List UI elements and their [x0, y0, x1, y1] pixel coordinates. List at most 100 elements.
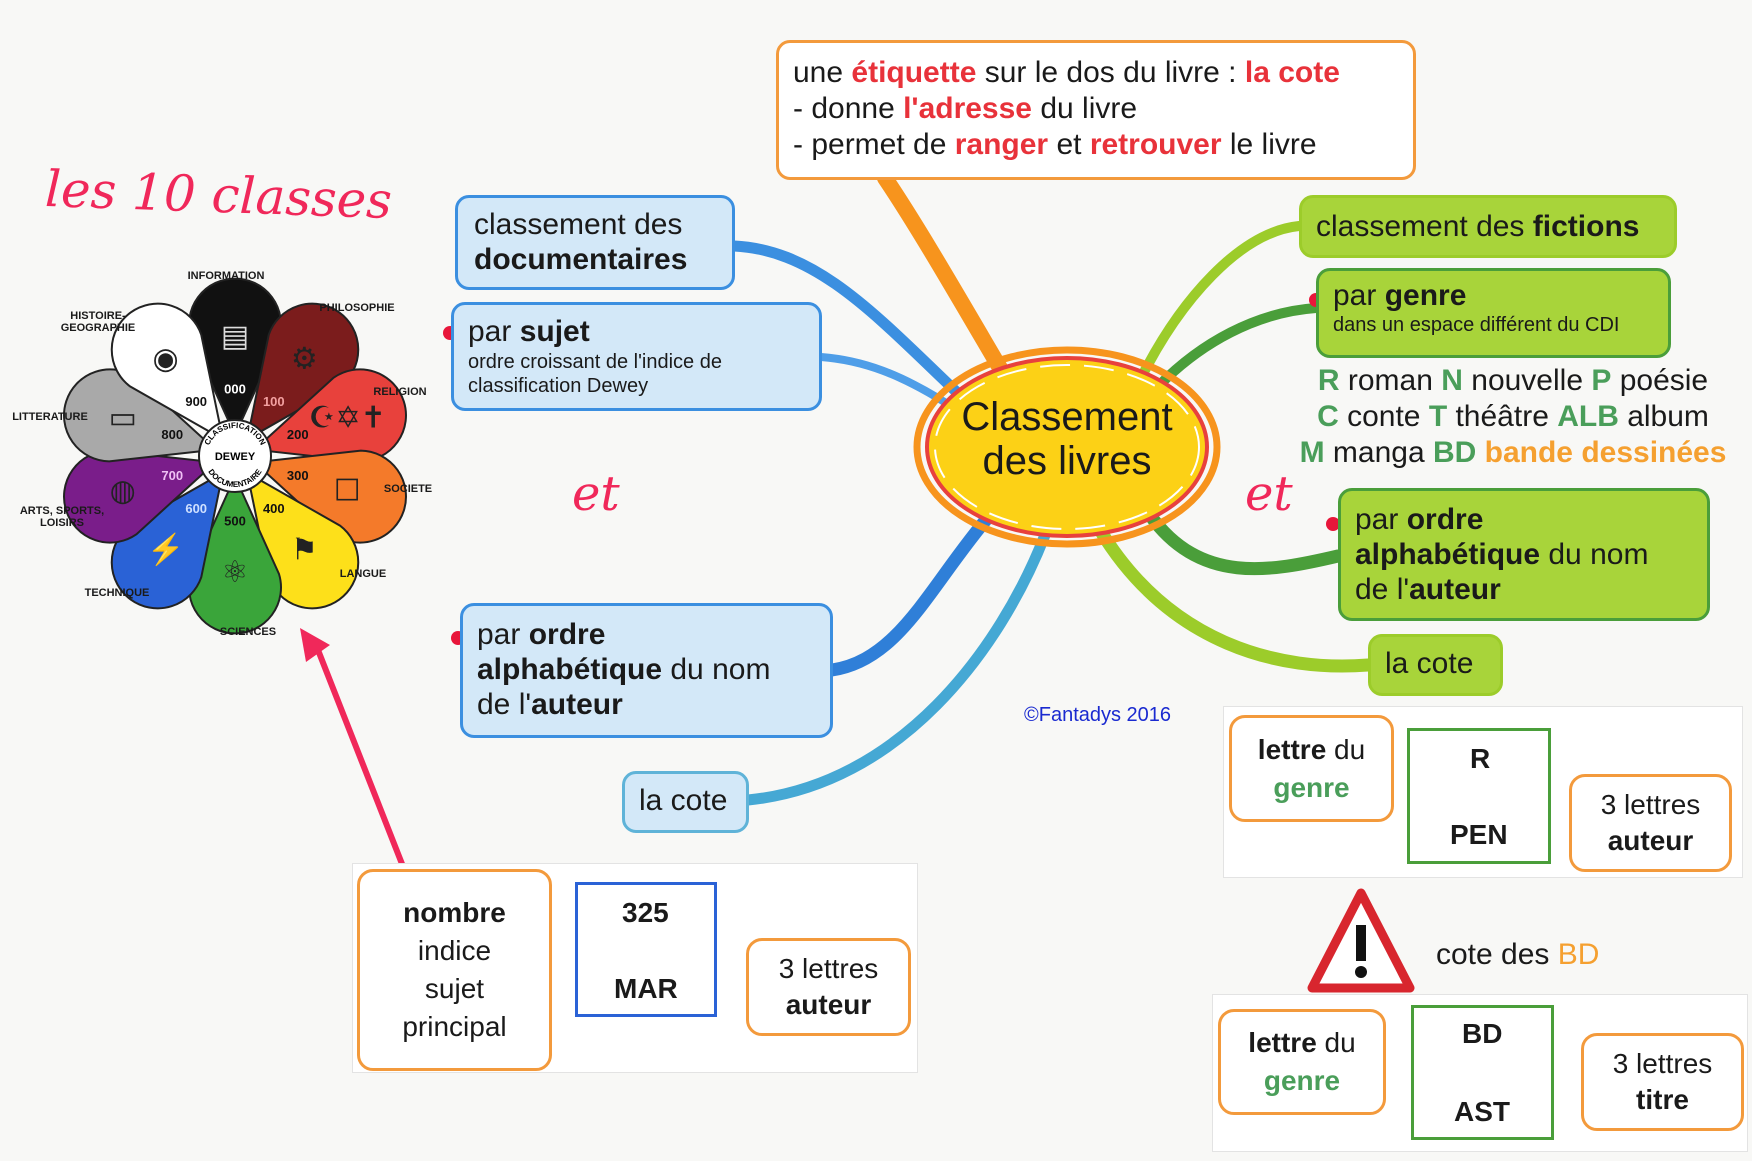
highlight-retrouver: retrouver [1089, 128, 1222, 161]
petal-700: ◍ [63, 449, 206, 544]
class-label: SCIENCES [219, 625, 277, 638]
class-code: 500 [224, 513, 246, 528]
text: - permet de [793, 128, 955, 161]
genre-name: conte [1338, 400, 1429, 433]
text: le livre [1221, 128, 1317, 161]
class-code: 200 [287, 427, 309, 442]
text: du nom [1540, 537, 1649, 571]
par-ordre-fiction-box: par ordre alphabétique du nom de l'auteu… [1338, 488, 1710, 621]
text: par [477, 618, 529, 651]
trois-lettres-auteur-fiction-box: 3 lettres auteur [1569, 774, 1732, 872]
thinking-head-icon: ⚙ [291, 342, 318, 375]
par-sujet-box: par sujet ordre croissant de l'indice de… [451, 302, 822, 411]
class-label: INFORMATION [187, 269, 265, 282]
genre-code: ALB [1557, 400, 1619, 433]
text: classement des [1316, 210, 1533, 243]
author-letters: PEN [1450, 819, 1508, 850]
text: ordre croissant de l'indice de classific… [468, 350, 722, 397]
center-node-shape [925, 356, 1209, 538]
class-label: HISTOIRE-GEOGRAPHIE [60, 309, 136, 334]
petal-200: ☪✡✝ [264, 368, 407, 463]
text: ordre [528, 618, 606, 651]
text: une [793, 56, 852, 89]
text: fictions [1532, 210, 1640, 243]
branch-cote-left [742, 529, 1051, 806]
class-label: RELIGION [373, 385, 427, 398]
text: auteur [1607, 825, 1694, 856]
text: de l' [477, 687, 532, 721]
genre-name: théâtre [1447, 400, 1558, 433]
class-label: SOCIETE [383, 482, 433, 495]
copyright: ©Fantadys 2016 [1024, 704, 1172, 726]
documentaires-box: classement des documentaires [455, 195, 735, 290]
title-letters: AST [1454, 1096, 1510, 1127]
branch-cote-right [1093, 523, 1375, 673]
lettre-genre-box: lettre du genre [1229, 715, 1394, 822]
genre-code: C [1317, 400, 1339, 433]
center-node[interactable]: Classement des livres [927, 395, 1207, 483]
text: par [468, 315, 520, 348]
class-code: 800 [161, 427, 183, 442]
red-arrow [315, 648, 407, 871]
genre-code: R [1317, 364, 1340, 397]
genre-name: manga [1324, 436, 1433, 469]
text: sujet [519, 315, 590, 348]
genre-code: N [1441, 364, 1463, 397]
text: du nom [662, 652, 771, 686]
par-ordre-doc-box: par ordre alphabétique du nom de l'auteu… [460, 603, 833, 738]
text: sur le dos du livre : [976, 56, 1245, 89]
dewey-center-title: DEWEY [215, 451, 256, 463]
branch-ordre-left [825, 508, 997, 677]
ballot-box-icon: ☐ [334, 474, 361, 507]
et-right: et [1245, 466, 1293, 522]
newspaper-icon: ▤ [221, 320, 249, 353]
text: nombre [403, 897, 506, 929]
atom-icon: ⚛ [222, 556, 249, 589]
palette-icon: ◍ [110, 474, 136, 507]
genre-code: R [1470, 743, 1491, 774]
text: principal [402, 1010, 507, 1042]
class-code: 600 [185, 501, 207, 516]
dewey-center [198, 419, 272, 493]
warning-icon [1307, 888, 1415, 993]
highlight-la-cote: la cote [1244, 56, 1340, 89]
bullet-dot [1326, 517, 1340, 531]
cote-doc-label: 325 MAR [575, 882, 717, 1017]
class-code: 300 [287, 468, 309, 483]
text: auteur [785, 989, 872, 1020]
text: cote des [1436, 938, 1558, 971]
genre-code: BD [1462, 1018, 1503, 1049]
text: de l' [1355, 572, 1410, 606]
genre-code: M [1299, 436, 1325, 469]
text: - donne [793, 92, 904, 125]
text: du livre [1032, 92, 1138, 125]
branch-etiquette [877, 170, 1018, 393]
petal-900: ◉ [110, 302, 221, 434]
globe-icon: ◉ [153, 342, 179, 375]
la-cote-doc-box: la cote [622, 771, 749, 833]
genre-name: poésie [1611, 364, 1709, 397]
genre-name-bd: bande dessinées [1476, 436, 1727, 469]
genre-name: nouvelle [1462, 364, 1592, 397]
text: 3 lettres [1612, 1047, 1713, 1079]
fictions-box: classement des fictions [1299, 195, 1677, 258]
class-label: PHILOSOPHIE [319, 301, 395, 314]
text: auteur [1409, 572, 1501, 606]
class-code: 100 [263, 394, 285, 409]
text: du [1316, 1027, 1356, 1059]
text: auteur [531, 687, 623, 721]
text: et [1048, 128, 1090, 161]
genre-code: P [1591, 364, 1612, 397]
petal-300: ☐ [264, 449, 407, 544]
text: par [1355, 503, 1407, 536]
et-left: et [572, 466, 620, 522]
center-line-2: des livres [982, 439, 1152, 483]
text: alphabétique [1355, 537, 1541, 571]
text: genre [1263, 1065, 1341, 1096]
highlight-etiquette: étiquette [851, 56, 977, 89]
class-number: 325 [622, 897, 669, 928]
highlight-ranger: ranger [954, 128, 1049, 161]
red-arrow-head [300, 628, 330, 662]
power-plant-icon: ⚡ [147, 531, 184, 567]
text: du [1326, 733, 1366, 765]
